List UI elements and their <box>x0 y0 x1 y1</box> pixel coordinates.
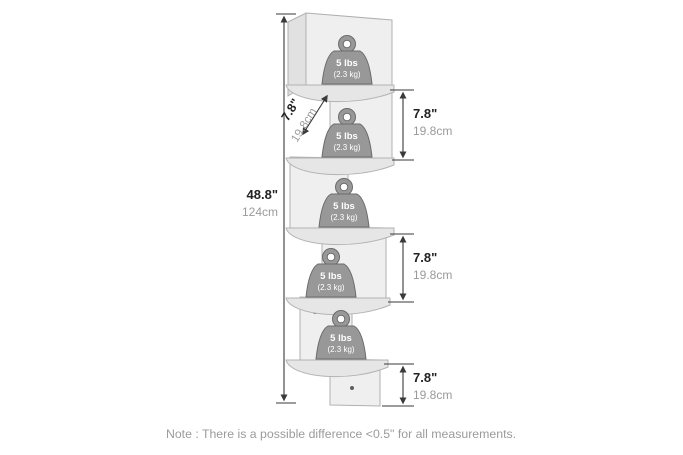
weight-icon: 5 lbs (2.3 kg) <box>315 310 367 360</box>
tier-gap-cm-label: 19.8cm <box>413 388 452 402</box>
weight-capacity-kg: (2.3 kg) <box>333 143 360 152</box>
height-dimension: 48.8" 124cm <box>242 13 296 404</box>
tier-gap-inches-label: 7.8" <box>413 370 437 385</box>
weight-icon: 5 lbs (2.3 kg) <box>321 108 373 158</box>
dimension-arrow <box>302 94 328 136</box>
weight-icon: 5 lbs (2.3 kg) <box>305 248 357 298</box>
screw-hole <box>350 386 354 390</box>
weight-capacity-lbs: 5 lbs <box>336 131 358 142</box>
weight-capacity-lbs: 5 lbs <box>330 333 352 344</box>
weight-capacity-kg: (2.3 kg) <box>330 213 357 222</box>
weight-icon: 5 lbs (2.3 kg) <box>321 35 373 85</box>
weight-icon: 5 lbs (2.3 kg) <box>318 178 370 228</box>
weight-capacity-kg: (2.3 kg) <box>317 283 344 292</box>
shelf-tier <box>285 157 395 176</box>
depth-inches-label: 7.8" <box>278 96 302 123</box>
shelf-tier <box>285 359 389 378</box>
weight-capacity-kg: (2.3 kg) <box>333 70 360 79</box>
weight-capacity-lbs: 5 lbs <box>320 271 342 282</box>
tier-gap-dimension-3: 7.8" 19.8cm <box>382 363 452 407</box>
height-cm-label: 124cm <box>242 205 278 219</box>
height-inches-label: 48.8" <box>247 187 278 202</box>
shelf-back-panel <box>287 12 307 97</box>
tier-gap-cm-label: 19.8cm <box>413 124 452 138</box>
tier-gap-dimension-2: 7.8" 19.8cm <box>388 233 452 303</box>
tier-gap-inches-label: 7.8" <box>413 250 437 265</box>
weight-capacity-kg: (2.3 kg) <box>327 345 354 354</box>
weight-capacity-lbs: 5 lbs <box>336 58 358 69</box>
depth-dimension: 7.8" 19.8cm <box>278 94 328 145</box>
tier-gap-dimension-1: 7.8" 19.8cm <box>390 89 452 161</box>
shelf-tier <box>285 227 395 246</box>
tier-gap-cm-label: 19.8cm <box>413 268 452 282</box>
measurement-note: Note : There is a possible difference <0… <box>166 427 516 441</box>
tier-gap-inches-label: 7.8" <box>413 106 437 121</box>
weight-capacity-lbs: 5 lbs <box>333 201 355 212</box>
